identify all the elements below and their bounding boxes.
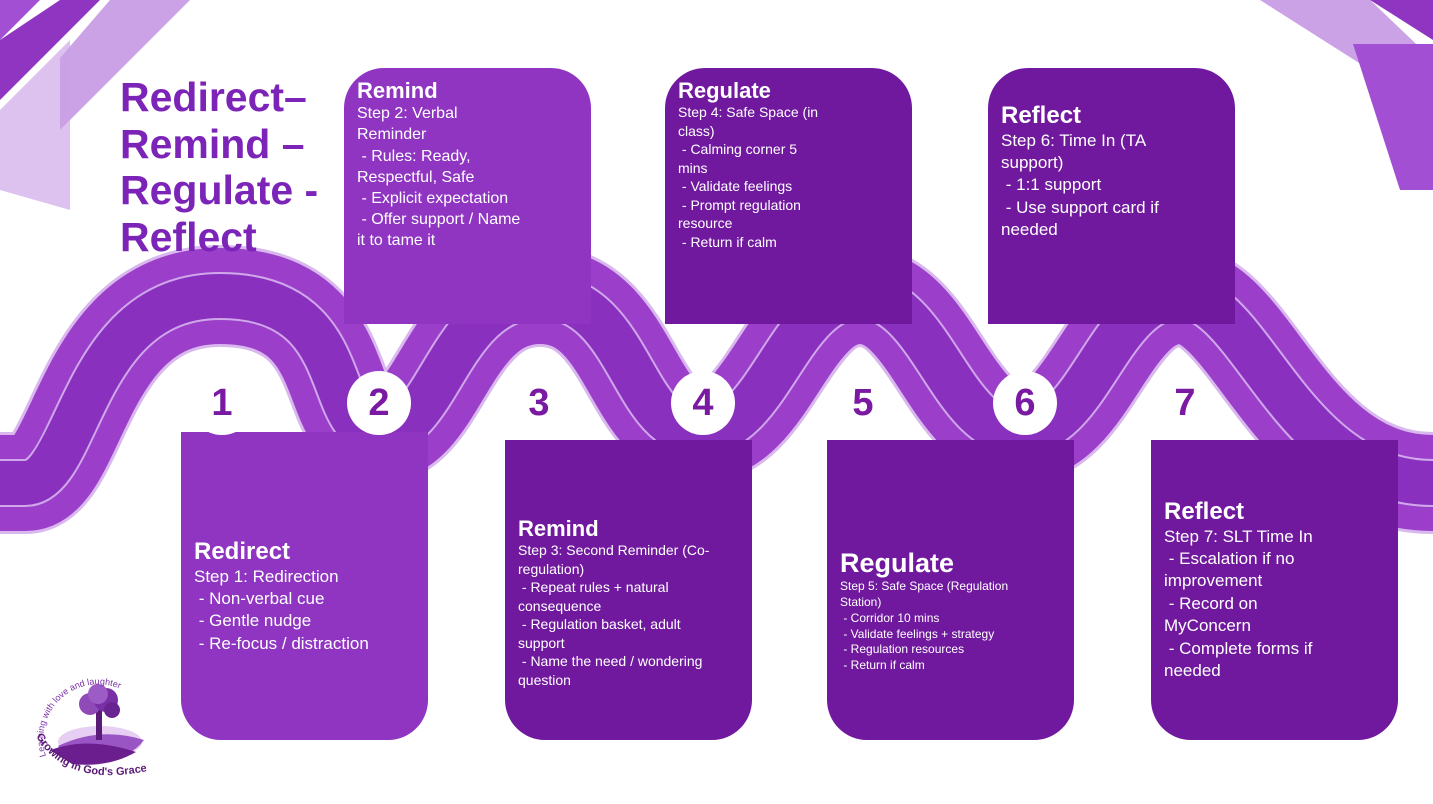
step-line: - Validate feelings + strategy (840, 626, 995, 641)
step-line: MyConcern (1164, 616, 1251, 636)
step-line: - Re-focus / distraction (194, 633, 369, 653)
step-line: - Return if calm (840, 658, 925, 673)
step-number-3: 3 (507, 371, 571, 435)
step-line: Step 3: Second Reminder (Co- (518, 542, 710, 559)
step-line: Step 1: Redirection (194, 566, 339, 586)
step-card-3: Remind Step 3: Second Reminder (Co- regu… (505, 440, 752, 740)
step-card-2: Remind Step 2: Verbal Reminder - Rules: … (344, 68, 591, 324)
step-line: - Explicit expectation (357, 189, 509, 207)
step-number-1: 1 (190, 371, 254, 435)
step-line: - Offer support / Name (357, 210, 521, 228)
step-line: - Gentle nudge (194, 611, 312, 631)
step-line: support (518, 634, 565, 651)
step-line: - Corridor 10 mins (840, 610, 940, 625)
step-line: needed (1001, 220, 1058, 240)
title-line: Regulate - (120, 167, 319, 214)
step-line: question (518, 671, 571, 688)
step-card-6: Reflect Step 6: Time In (TA support) - 1… (988, 68, 1235, 324)
step-line: - Record on (1164, 593, 1258, 613)
step-line: - Use support card if (1001, 197, 1159, 217)
step-line: - Calming corner 5 (678, 141, 798, 158)
step-line: Step 5: Safe Space (Regulation (840, 579, 1009, 594)
step-line: improvement (1164, 571, 1263, 591)
step-title: Remind (357, 78, 438, 103)
step-number-7: 7 (1153, 371, 1217, 435)
step-line: regulation) (518, 560, 585, 577)
step-title: Regulate (678, 78, 771, 103)
title-line: Reflect (120, 214, 257, 261)
step-line: Reminder (357, 126, 427, 144)
step-line: mins (678, 159, 708, 176)
step-line: consequence (518, 597, 602, 614)
step-line: - Name the need / wondering (518, 653, 703, 670)
step-title: Reflect (1164, 498, 1245, 525)
step-line: - Return if calm (678, 233, 777, 250)
step-title: Redirect (194, 538, 291, 565)
step-line: Step 2: Verbal (357, 105, 458, 123)
page-title: Redirect– Remind – Regulate - Reflect (120, 74, 360, 261)
step-line: Step 7: SLT Time In (1164, 526, 1313, 546)
step-title: Remind (518, 516, 599, 541)
step-line: - Escalation if no (1164, 549, 1295, 569)
step-line: resource (678, 215, 733, 232)
step-line: support) (1001, 153, 1064, 173)
step-line: - Regulation basket, adult (518, 616, 681, 633)
corner-decoration-left (0, 0, 190, 210)
step-line: Station) (840, 594, 882, 609)
step-line: - 1:1 support (1001, 175, 1102, 195)
step-card-7: Reflect Step 7: SLT Time In - Escalation… (1151, 440, 1398, 740)
step-line: - Rules: Ready, (357, 147, 471, 165)
step-line: - Repeat rules + natural (518, 579, 669, 596)
step-line: Step 4: Safe Space (in (678, 104, 819, 121)
step-title: Reflect (1001, 102, 1082, 129)
step-line: Step 6: Time In (TA (1001, 130, 1147, 150)
step-line: - Regulation resources (840, 642, 965, 657)
title-line: Remind – (120, 120, 305, 167)
step-card-1: Redirect Step 1: Redirection - Non-verba… (181, 432, 428, 740)
step-line: - Non-verbal cue (194, 589, 325, 609)
corner-decoration-right (1260, 0, 1433, 190)
step-line: class) (678, 122, 715, 139)
step-line: - Validate feelings (678, 178, 793, 195)
step-line: it to tame it (357, 231, 436, 249)
title-line: Redirect– (120, 74, 307, 120)
step-number-4: 4 (671, 371, 735, 435)
school-logo: Learning with love and laughter Growing … (33, 676, 147, 778)
step-card-5: Regulate Step 5: Safe Space (Regulation … (827, 440, 1074, 740)
step-line: Respectful, Safe (357, 168, 475, 186)
step-line: - Complete forms if (1164, 638, 1313, 658)
step-number-5: 5 (831, 371, 895, 435)
step-number-6: 6 (993, 371, 1057, 435)
step-line: - Prompt regulation (678, 196, 801, 213)
step-title: Regulate (840, 548, 955, 578)
step-card-4: Regulate Step 4: Safe Space (in class) -… (665, 68, 912, 324)
step-line: needed (1164, 661, 1221, 681)
step-number-2: 2 (347, 371, 411, 435)
